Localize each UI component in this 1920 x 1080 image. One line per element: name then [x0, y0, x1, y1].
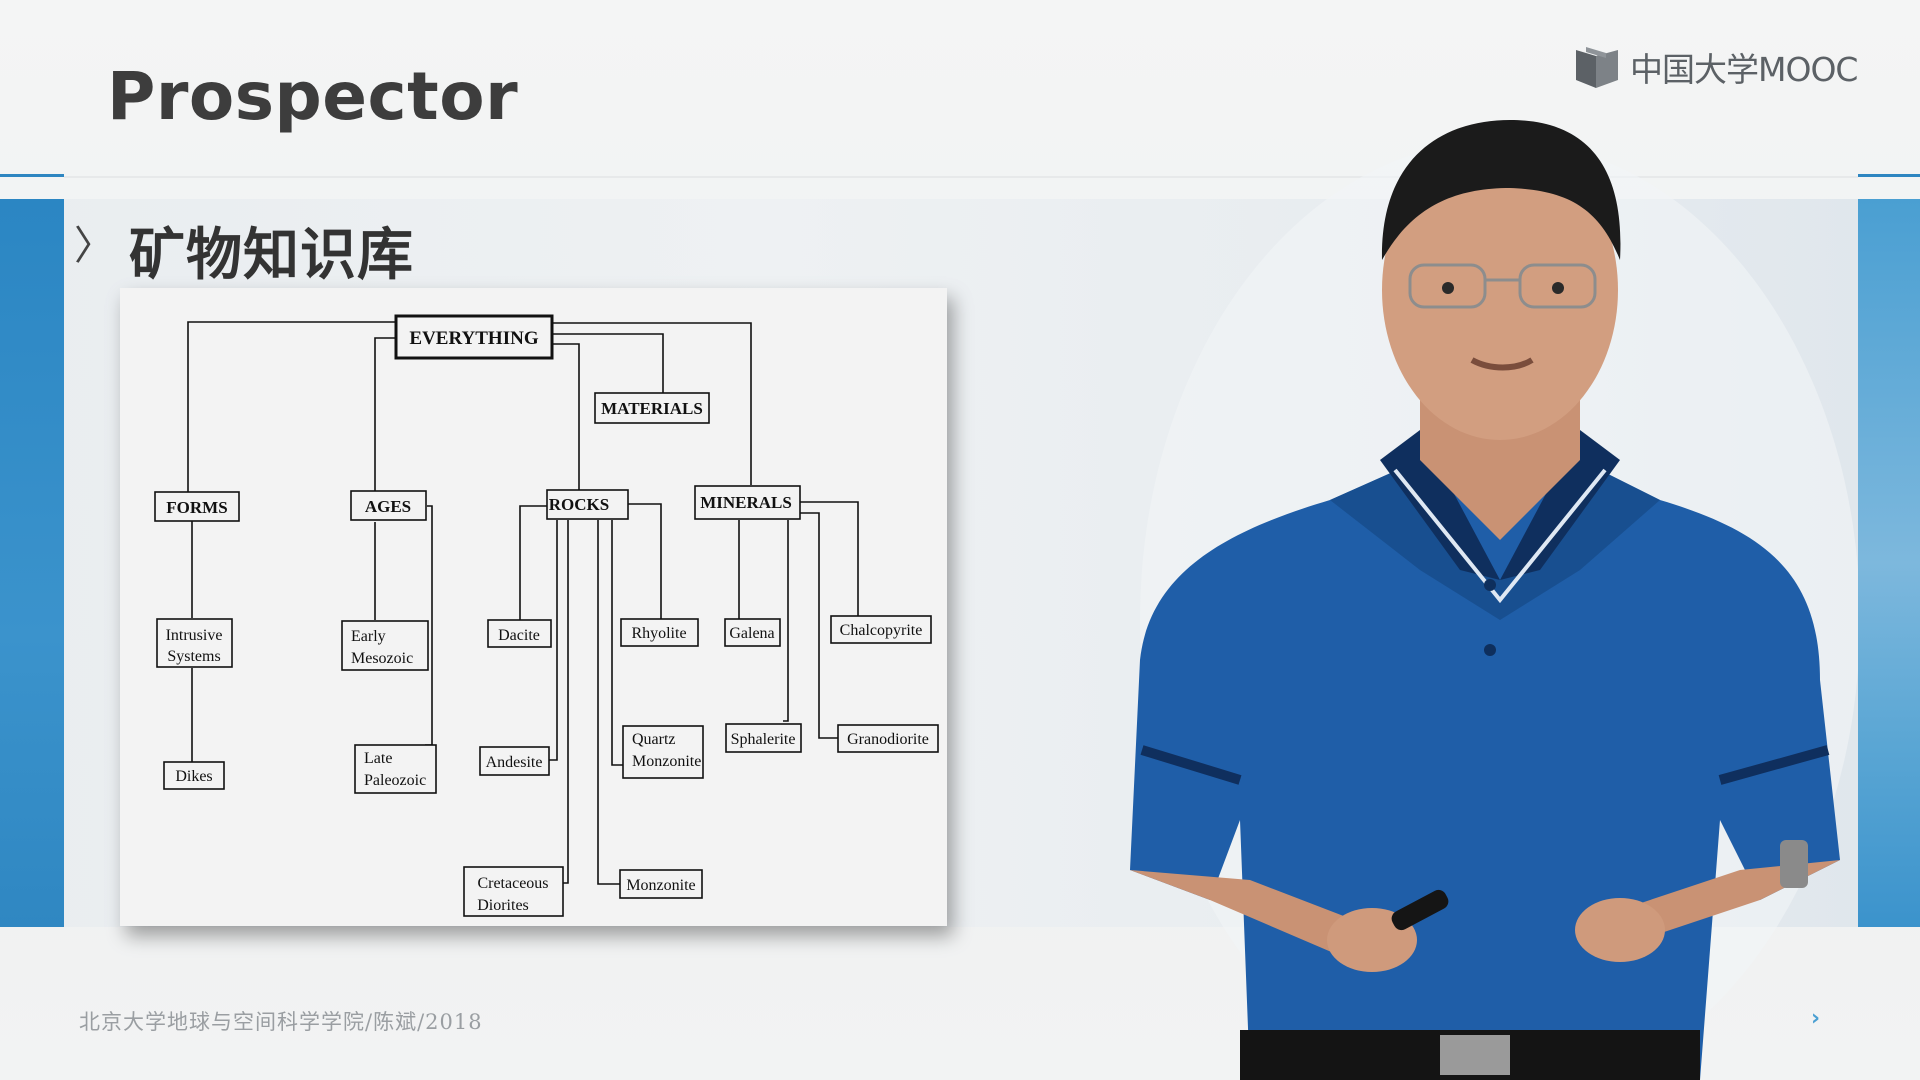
edge-minerals-sphalerite	[783, 520, 789, 722]
edge-everything-minerals	[553, 322, 752, 485]
mooc-book-icon	[1576, 47, 1618, 88]
knowledge-base-diagram: EVERYTHING MATERIALS FORMS AGES ROCKS MI…	[120, 288, 947, 926]
diagram-edges	[187, 321, 859, 885]
svg-text:Andesite: Andesite	[486, 754, 543, 771]
edge-everything-forms	[187, 321, 396, 492]
slide-title: Prospector	[107, 58, 519, 135]
edge-rocks-rhyolite	[627, 503, 662, 620]
diagram-node-dikes: Dikes	[163, 761, 225, 790]
svg-text:Granodiorite: Granodiorite	[847, 731, 929, 748]
svg-text:Galena: Galena	[729, 625, 774, 642]
svg-text:Cretaceous: Cretaceous	[477, 875, 548, 892]
side-bar-left	[0, 199, 64, 927]
svg-text:Monzonite: Monzonite	[626, 877, 695, 894]
header-rule	[64, 176, 1858, 178]
side-bar-right	[1858, 199, 1920, 927]
diagram-node-late-paleozoic: Late Paleozoic	[354, 744, 437, 794]
diagram-node-intrusive-systems: Intrusive Systems	[156, 618, 233, 668]
svg-text:MINERALS: MINERALS	[700, 493, 792, 512]
diagram-node-dacite: Dacite	[487, 619, 552, 648]
header-rule-accent-left	[0, 174, 64, 177]
svg-text:Intrusive: Intrusive	[166, 627, 223, 644]
svg-text:Systems: Systems	[167, 648, 220, 665]
svg-text:Diorites: Diorites	[477, 897, 529, 914]
svg-text:Chalcopyrite: Chalcopyrite	[840, 622, 923, 639]
svg-text:AGES: AGES	[365, 497, 411, 516]
diagram-node-everything: EVERYTHING	[394, 314, 554, 360]
mooc-logo-text: 中国大学MOOC	[1630, 50, 1858, 89]
section-title: 矿物知识库	[129, 223, 414, 288]
diagram-node-rocks: ROCKS	[546, 489, 629, 520]
diagram-node-granodiorite: Granodiorite	[837, 724, 939, 753]
next-slide-icon[interactable]: ›	[1811, 1006, 1821, 1031]
section-chevron-icon: 〉	[74, 223, 114, 269]
edge-rocks-cretaceous	[563, 520, 569, 884]
diagram-node-forms: FORMS	[154, 491, 240, 522]
edge-minerals-chalcopyrite	[799, 501, 859, 616]
mooc-logo: 中国大学MOOC	[1574, 44, 1858, 90]
svg-text:Rhyolite: Rhyolite	[631, 625, 686, 642]
svg-text:MATERIALS: MATERIALS	[601, 399, 703, 418]
lecturer-video-figure	[1130, 120, 1858, 1080]
diagram-node-cretaceous-diorites: Cretaceous Diorites	[463, 866, 564, 917]
diagram-node-quartz-monzonite: Quartz Monzonite	[622, 725, 704, 779]
diagram-node-rhyolite: Rhyolite	[620, 618, 699, 647]
svg-text:Quartz: Quartz	[632, 731, 676, 748]
diagram-node-sphalerite: Sphalerite	[725, 723, 802, 753]
edge-rocks-monzonite	[597, 520, 620, 885]
svg-text:EVERYTHING: EVERYTHING	[409, 328, 538, 349]
svg-text:Paleozoic: Paleozoic	[364, 772, 426, 789]
diagram-node-galena: Galena	[724, 618, 781, 647]
svg-text:Dikes: Dikes	[175, 768, 212, 785]
edge-everything-ages	[374, 337, 396, 494]
diagram-node-early-mesozoic: Early Mesozoic	[341, 620, 429, 671]
svg-text:ROCKS: ROCKS	[549, 495, 609, 514]
svg-text:Late: Late	[364, 750, 392, 767]
edge-rocks-andesite	[549, 520, 558, 761]
edge-minerals-granodiorite	[799, 512, 838, 739]
edge-rocks-dacite	[519, 505, 547, 620]
svg-text:Monzonite: Monzonite	[632, 753, 701, 770]
svg-text:FORMS: FORMS	[166, 498, 227, 517]
diagram-node-chalcopyrite: Chalcopyrite	[830, 615, 932, 644]
diagram-svg: EVERYTHING MATERIALS FORMS AGES ROCKS MI…	[154, 314, 939, 917]
diagram-node-materials: MATERIALS	[594, 392, 710, 424]
edge-everything-materials	[553, 333, 664, 393]
diagram-node-andesite: Andesite	[479, 746, 550, 776]
diagram-node-minerals: MINERALS	[694, 485, 801, 520]
edge-everything-rocks	[553, 343, 580, 490]
edge-rocks-quartz	[611, 520, 623, 766]
footer-credit: 北京大学地球与空间科学学院/陈斌/2018	[79, 1010, 483, 1034]
svg-text:Early: Early	[351, 628, 386, 645]
svg-text:Mesozoic: Mesozoic	[351, 650, 413, 667]
svg-text:Sphalerite: Sphalerite	[731, 731, 796, 748]
diagram-node-ages: AGES	[350, 490, 427, 521]
diagram-node-monzonite: Monzonite	[619, 869, 703, 899]
header-rule-accent-right	[1858, 174, 1920, 177]
svg-text:Dacite: Dacite	[498, 627, 540, 644]
